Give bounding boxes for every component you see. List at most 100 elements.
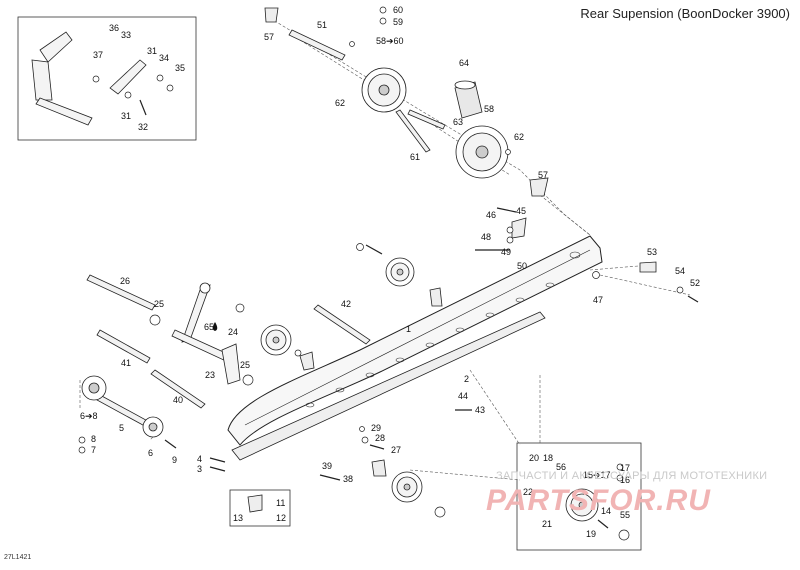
callout-53: 53: [647, 247, 657, 257]
shaft-41: [96, 329, 151, 364]
callout-42: 42: [341, 299, 351, 309]
bracket-mid: [429, 287, 443, 307]
bracket-57-top: [264, 7, 279, 23]
callout-46: 46: [486, 210, 496, 220]
spacer-64: [454, 80, 483, 119]
callout-12: 12: [276, 513, 286, 523]
callout-48: 48: [481, 232, 491, 242]
grease-drop-65: [212, 322, 218, 331]
callout-26: 26: [120, 276, 130, 286]
callout-62-right: 62: [514, 132, 524, 142]
bellcrank-inset: [31, 31, 147, 126]
nut-59: [379, 17, 387, 25]
callout-58: 58: [484, 104, 494, 114]
bracket-left: [299, 351, 315, 371]
callout-50: 50: [517, 261, 527, 271]
diagram-title: Rear Supension (BoonDocker 3900): [580, 6, 790, 21]
callout-19: 19: [586, 529, 596, 539]
main-rail-assembly: [227, 235, 603, 461]
callout-62-left: 62: [335, 98, 345, 108]
washer-49: [506, 226, 514, 234]
callout-3: 3: [197, 464, 202, 474]
callout-59: 59: [393, 17, 403, 27]
nut-16: [616, 474, 624, 482]
bolt-4: [209, 457, 226, 463]
nut-50: [506, 236, 514, 244]
idler-wheel-upper-58: [361, 67, 407, 113]
bracket-11: [247, 494, 263, 513]
callout-35: 35: [175, 63, 185, 73]
inset-box-fasteners: [229, 489, 291, 527]
washer-28: [361, 436, 369, 444]
callout-37: 37: [93, 50, 103, 60]
callout-9: 9: [172, 455, 177, 465]
bolt-3: [209, 466, 226, 472]
bracket-57: [529, 177, 549, 197]
callout-20: 20: [529, 453, 539, 463]
nut-47: [592, 271, 600, 279]
callout-41: 41: [121, 358, 131, 368]
idler-wheel-middle: [385, 257, 415, 287]
bolt-62: [505, 149, 511, 155]
callout-36: 36: [109, 23, 119, 33]
shaft-26: [86, 274, 156, 311]
spacer-25: [242, 374, 254, 386]
callout-49: 49: [501, 247, 511, 257]
link-arm-right: [221, 343, 241, 385]
bolt-rail-top: [365, 244, 383, 255]
callout-13: 13: [233, 513, 243, 523]
callout-21: 21: [542, 519, 552, 529]
nut-35: [166, 84, 174, 92]
callout-25-right: 25: [240, 360, 250, 370]
callout-61: 61: [410, 152, 420, 162]
callout-64: 64: [459, 58, 469, 68]
callout-43: 43: [475, 405, 485, 415]
callout-57-top: 57: [264, 32, 274, 42]
callout-8: 8: [91, 434, 96, 444]
callout-24: 24: [228, 327, 238, 337]
bolt-46: [496, 207, 517, 213]
shaft-42: [313, 304, 371, 345]
shaft-51: [288, 29, 346, 61]
bracket-45: [511, 217, 527, 239]
washer-17: [616, 463, 624, 471]
bolt-62-top: [349, 41, 355, 47]
callout-6: 6: [148, 448, 153, 458]
callout-27: 27: [391, 445, 401, 455]
cap-lower: [434, 506, 446, 518]
callout-5: 5: [119, 423, 124, 433]
callout-11: 11: [276, 498, 285, 508]
callout-52: 52: [690, 278, 700, 288]
spacer-25-left: [149, 314, 161, 326]
plate-53: [639, 261, 657, 273]
callout-58-to-60: 58➔60: [376, 36, 404, 46]
callout-56: 56: [556, 462, 566, 472]
callout-65: 65: [204, 322, 214, 332]
wheel-5-right: [142, 416, 164, 438]
callout-33: 33: [121, 30, 131, 40]
washer-wheel: [294, 349, 302, 357]
rear-arm-23: [171, 282, 231, 363]
shaft-63: [407, 109, 446, 130]
bolt-32: [139, 99, 147, 116]
bracket-lower: [371, 459, 387, 477]
bolt-27: [369, 444, 385, 450]
document-id: 27L1421: [4, 554, 32, 561]
callout-31-bottom: 31: [121, 111, 131, 121]
washer-24: [235, 303, 245, 313]
callout-23: 23: [205, 370, 215, 380]
bolt-38: [319, 474, 341, 481]
callout-labels: 1 2 3 4 5 6 6➔8 7 8 9 11 12 13 14 15➔17 …: [80, 5, 700, 539]
bolt-14: [597, 519, 609, 529]
callout-55: 55: [620, 510, 630, 520]
bolt-9: [164, 439, 177, 449]
shaft-61: [395, 109, 431, 153]
watermark: ЗАПЧАСТИ И АКСЕССУАРЫ ДЛЯ МОТОТЕХНИКИ PA…: [486, 470, 786, 520]
wheel-5-left: [81, 375, 107, 401]
callout-51: 51: [317, 20, 327, 30]
callout-63: 63: [453, 117, 463, 127]
callout-54: 54: [675, 266, 685, 276]
washer-top-rail: [356, 243, 364, 251]
